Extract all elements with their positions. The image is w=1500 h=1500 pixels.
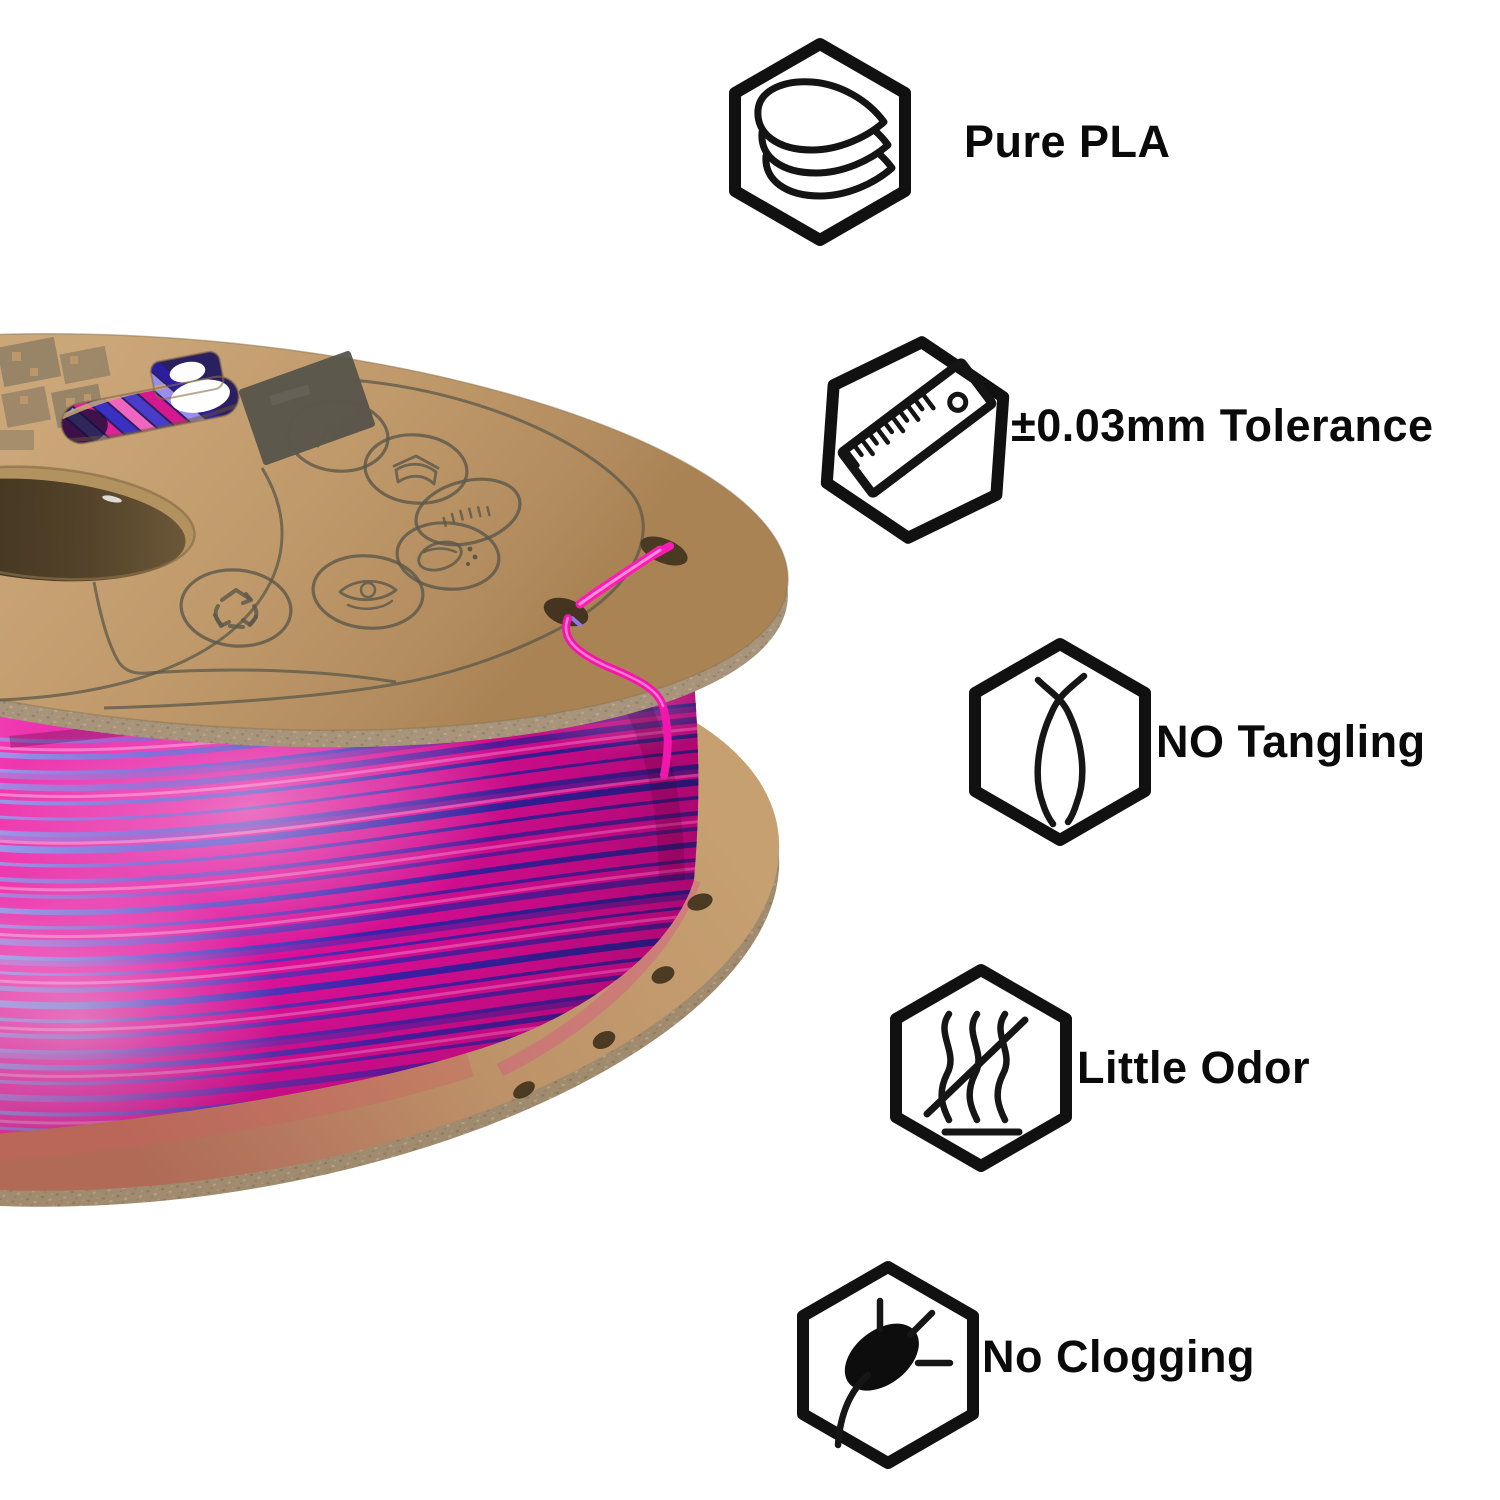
no-clogging-icon [797, 1261, 979, 1469]
feature-no-clogging: No Clogging [786, 1259, 1255, 1471]
stacked-layers-icon [729, 38, 911, 246]
feature-label-little-odor: Little Odor [1077, 1042, 1310, 1093]
eye-icon [311, 554, 425, 630]
filament-spool-photo [0, 300, 800, 1220]
face-print-icons [179, 399, 522, 648]
ruler-icon [820, 336, 1010, 544]
spool-center-hole [0, 465, 196, 582]
filament-tail [562, 542, 674, 779]
feature-little-odor: Little Odor [879, 962, 1310, 1174]
recycle-icon [179, 568, 293, 648]
feature-pure-pla: Pure PLA [718, 36, 1171, 248]
no-tangling-icon [969, 638, 1151, 846]
globe-icon [395, 521, 501, 591]
feature-label-no-tangling: NO Tangling [1156, 716, 1426, 767]
bottom-flange-holes [513, 893, 713, 1099]
feature-label-no-clogging: No Clogging [982, 1331, 1255, 1382]
feature-label-tolerance: ±0.03mm Tolerance [1011, 400, 1434, 451]
little-odor-icon [890, 964, 1072, 1172]
spool-top-flange [0, 332, 789, 748]
feature-tolerance: ±0.03mm Tolerance [813, 334, 1434, 546]
feature-label-pure-pla: Pure PLA [964, 116, 1171, 167]
open-book-icon [363, 433, 469, 505]
spool-illustration [0, 332, 789, 1207]
feature-no-tangling: NO Tangling [958, 636, 1426, 848]
